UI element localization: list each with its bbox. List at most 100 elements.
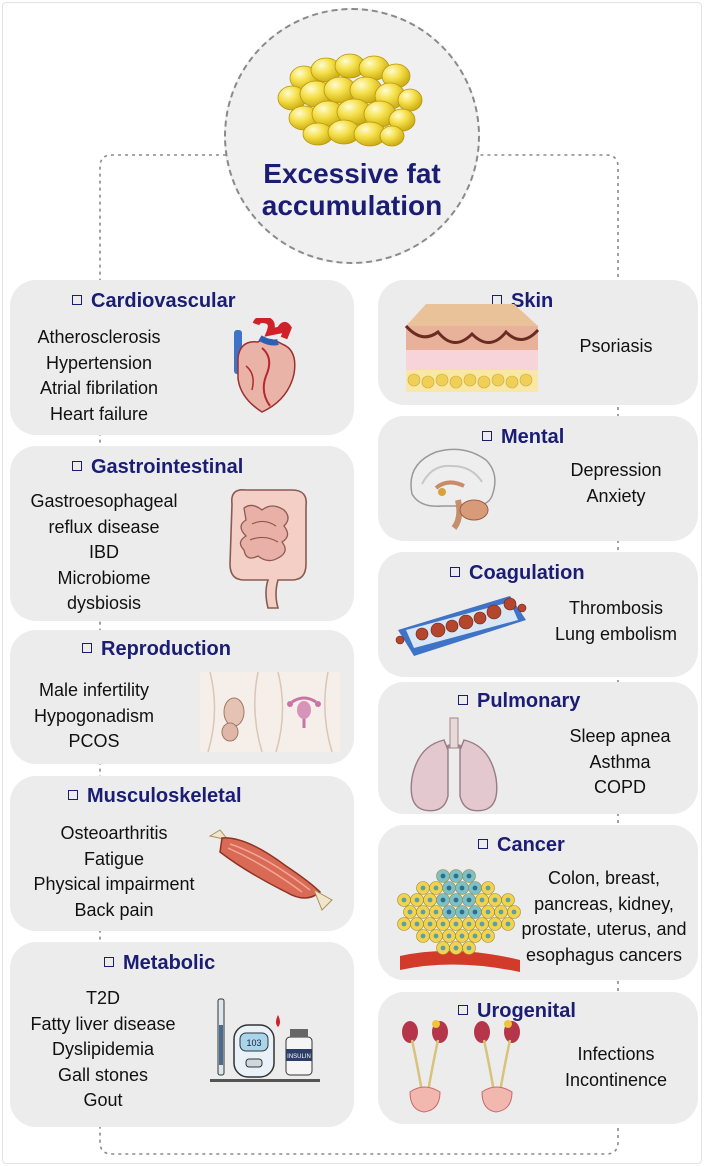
condition-item: Back pain bbox=[74, 899, 154, 920]
checkbox-bullet-icon bbox=[450, 566, 460, 577]
card-heading: Reproduction bbox=[82, 638, 231, 661]
condition-item: Gout bbox=[83, 1090, 123, 1111]
condition-item: Microbiome bbox=[57, 567, 151, 588]
condition-item: dysbiosis bbox=[66, 593, 142, 614]
card-heading: Cardiovascular bbox=[72, 290, 236, 313]
condition-item: Atherosclerosis bbox=[37, 327, 161, 347]
condition-item: Psoriasis bbox=[579, 336, 653, 356]
card-heading: Metabolic bbox=[104, 952, 215, 975]
condition-item: Osteoarthritis bbox=[60, 823, 168, 843]
heart-icon bbox=[226, 316, 306, 423]
card-heading-text: Urogenital bbox=[477, 1000, 576, 1022]
card-heading-text: Cancer bbox=[497, 834, 565, 856]
card-heading: Gastrointestinal bbox=[72, 456, 243, 479]
vial-label: INSULIN bbox=[287, 1054, 311, 1060]
card-heading: Musculoskeletal bbox=[68, 785, 242, 808]
skin-layers-icon bbox=[402, 304, 542, 399]
checkbox-bullet-icon bbox=[72, 460, 82, 471]
condition-item: esophagus cancers bbox=[525, 944, 683, 965]
condition-item: Hypertension bbox=[45, 352, 153, 373]
card-heading-text: Reproduction bbox=[101, 638, 231, 660]
card-heading-text: Coagulation bbox=[469, 562, 585, 584]
fat-globules-icon bbox=[277, 53, 423, 147]
card-heading: Pulmonary bbox=[458, 690, 580, 713]
condition-item: Lung embolism bbox=[554, 623, 678, 644]
condition-item: T2D bbox=[85, 988, 120, 1008]
card-heading: Coagulation bbox=[450, 562, 585, 585]
lungs-icon bbox=[404, 716, 504, 821]
condition-item: COPD bbox=[593, 777, 646, 798]
card-heading-text: Skin bbox=[511, 290, 554, 312]
card-heading: Mental bbox=[482, 426, 564, 449]
card-heading-text: Musculoskeletal bbox=[87, 785, 242, 807]
fat-circle bbox=[224, 8, 480, 264]
condition-item: Fatty liver disease bbox=[30, 1013, 176, 1034]
checkbox-bullet-icon bbox=[458, 1004, 468, 1015]
muscle-icon bbox=[206, 826, 336, 921]
page-title: Excessive fat accumulation bbox=[261, 158, 443, 221]
glucose-meter-icon: 103 INSULIN bbox=[210, 995, 320, 1090]
condition-item: Male infertility bbox=[38, 680, 150, 700]
card-heading-text: Cardiovascular bbox=[91, 290, 236, 312]
condition-item: Thrombosis bbox=[568, 598, 664, 618]
condition-item: PCOS bbox=[68, 731, 120, 752]
condition-item: IBD bbox=[88, 542, 119, 563]
condition-item: Asthma bbox=[589, 751, 651, 772]
checkbox-bullet-icon bbox=[482, 430, 492, 441]
meter-reading: 103 bbox=[246, 1038, 261, 1048]
condition-item: prostate, uterus, and bbox=[521, 919, 687, 940]
condition-item: Gall stones bbox=[57, 1064, 149, 1085]
card-heading-text: Metabolic bbox=[123, 952, 216, 974]
condition-item: Gastroesophageal bbox=[30, 491, 178, 511]
card-heading-text: Mental bbox=[501, 426, 565, 448]
card-heading: Cancer bbox=[478, 834, 565, 857]
checkbox-bullet-icon bbox=[478, 838, 488, 849]
checkbox-bullet-icon bbox=[104, 956, 114, 967]
brain-icon bbox=[402, 444, 502, 539]
tumor-cells-icon bbox=[394, 864, 524, 979]
checkbox-bullet-icon bbox=[68, 789, 78, 800]
blood-clot-icon bbox=[392, 590, 532, 665]
condition-item: Dyslipidemia bbox=[51, 1039, 155, 1060]
condition-item: Colon, breast, bbox=[547, 868, 661, 888]
condition-item: Physical impairment bbox=[33, 874, 195, 895]
condition-item: Fatigue bbox=[83, 848, 145, 869]
condition-item: reflux disease bbox=[48, 516, 160, 537]
kidney-bladder-icon bbox=[396, 1018, 536, 1123]
intestine-icon bbox=[222, 484, 312, 619]
condition-item: Incontinence bbox=[564, 1069, 668, 1090]
condition-item: Depression bbox=[570, 460, 662, 480]
checkbox-bullet-icon bbox=[72, 294, 82, 305]
checkbox-bullet-icon bbox=[458, 694, 468, 705]
condition-list: Psoriasis bbox=[534, 334, 698, 360]
condition-item: Heart failure bbox=[49, 403, 149, 424]
condition-item: Infections bbox=[577, 1044, 655, 1064]
condition-list: Colon, breast,pancreas, kidney,prostate,… bbox=[514, 866, 694, 968]
checkbox-bullet-icon bbox=[82, 642, 92, 653]
card-heading-text: Pulmonary bbox=[477, 690, 581, 712]
card-heading: Urogenital bbox=[458, 1000, 576, 1023]
card-heading-text: Gastrointestinal bbox=[91, 456, 244, 478]
condition-item: Anxiety bbox=[586, 485, 646, 506]
